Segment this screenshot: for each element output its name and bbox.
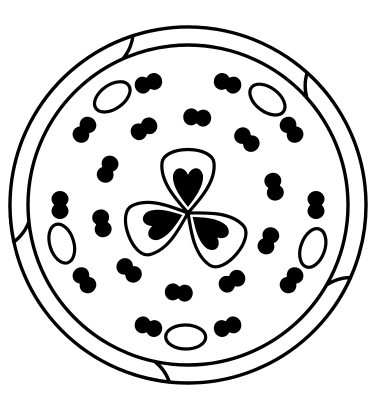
stamen-anther bbox=[212, 71, 244, 96]
stamen-anther bbox=[276, 264, 306, 297]
carpel bbox=[162, 150, 214, 214]
petal-oval bbox=[165, 325, 205, 350]
anther-connective bbox=[310, 192, 322, 218]
stamen-anther bbox=[91, 208, 113, 239]
stamen-anther bbox=[69, 264, 99, 297]
stamen-anther bbox=[308, 191, 325, 219]
petal-oval bbox=[244, 78, 290, 121]
stamen-anther bbox=[133, 314, 165, 339]
petal-oval bbox=[44, 221, 79, 266]
stamen-anther bbox=[69, 113, 99, 146]
stamen-anther bbox=[133, 71, 165, 96]
petal-oval bbox=[89, 76, 136, 119]
center-point bbox=[185, 210, 191, 216]
stamen-anther bbox=[164, 283, 194, 303]
petal-oval bbox=[295, 225, 331, 271]
anther-connective bbox=[54, 192, 66, 218]
stamen-anther bbox=[276, 113, 306, 146]
stamen-anther bbox=[263, 171, 285, 202]
stamen-anther bbox=[182, 108, 212, 128]
stamen-anther bbox=[216, 267, 249, 296]
stamen-anther bbox=[231, 124, 263, 155]
sepal bbox=[10, 36, 133, 242]
stamen-anther bbox=[94, 153, 121, 185]
stamen-anther bbox=[113, 255, 145, 286]
stamen-anther bbox=[212, 314, 244, 339]
stamen-anther bbox=[255, 225, 282, 257]
carpel-whorl bbox=[119, 150, 253, 274]
stamen-anther bbox=[52, 191, 69, 219]
stamen-anther bbox=[128, 114, 161, 143]
